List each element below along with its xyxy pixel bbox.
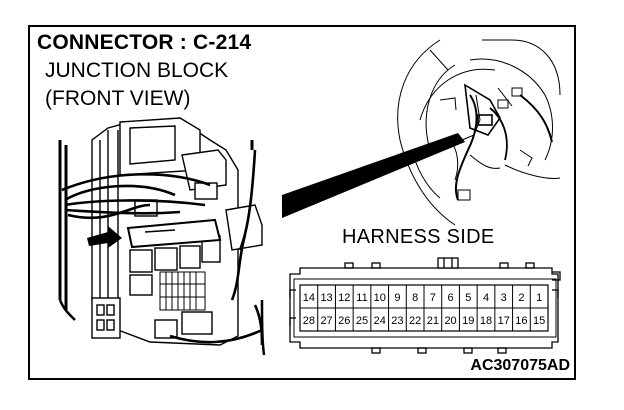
pin-19-label: 19: [462, 315, 474, 327]
pin-9-label: 9: [394, 292, 400, 304]
pin-13-label: 13: [320, 292, 332, 304]
pin-2-label: 2: [518, 292, 524, 304]
pin-14-label: 14: [303, 292, 315, 304]
pin-7-label: 7: [430, 292, 436, 304]
figure-code: AC307075AD: [470, 357, 570, 374]
subtitle-junction-block: JUNCTION BLOCK: [45, 59, 229, 82]
pin-28-label: 28: [303, 315, 315, 327]
pin-5-label: 5: [465, 292, 471, 304]
connector-title: CONNECTOR : C-214: [37, 31, 252, 54]
pointer-arrow-icon: [87, 226, 122, 248]
pin-26-label: 26: [338, 315, 350, 327]
pin-24-label: 24: [374, 315, 386, 327]
pin-12-label: 12: [338, 292, 350, 304]
pin-8-label: 8: [412, 292, 418, 304]
pin-22-label: 22: [409, 315, 421, 327]
pin-18-label: 18: [480, 315, 492, 327]
harness-connector: [289, 257, 561, 354]
vehicle-location-sketch: [397, 39, 561, 226]
pin-20-label: 20: [444, 315, 456, 327]
pin-1-label: 1: [536, 292, 542, 304]
pin-4-label: 4: [483, 292, 489, 304]
pin-3-label: 3: [501, 292, 507, 304]
pin-10-label: 10: [374, 292, 386, 304]
subtitle-front-view: (FRONT VIEW): [45, 87, 191, 110]
pin-25-label: 25: [356, 315, 368, 327]
harness-side-label: HARNESS SIDE: [342, 226, 495, 248]
pin-27-label: 27: [320, 315, 332, 327]
pin-11-label: 11: [356, 292, 367, 304]
location-pointer-wedge: [282, 133, 465, 218]
pin-23-label: 23: [391, 315, 403, 327]
pin-21-label: 21: [427, 315, 439, 327]
junction-block-drawing: [58, 117, 266, 356]
pin-17-label: 17: [498, 315, 510, 327]
pin-6-label: 6: [448, 292, 454, 304]
pin-15-label: 15: [533, 315, 545, 327]
pin-16-label: 16: [515, 315, 527, 327]
